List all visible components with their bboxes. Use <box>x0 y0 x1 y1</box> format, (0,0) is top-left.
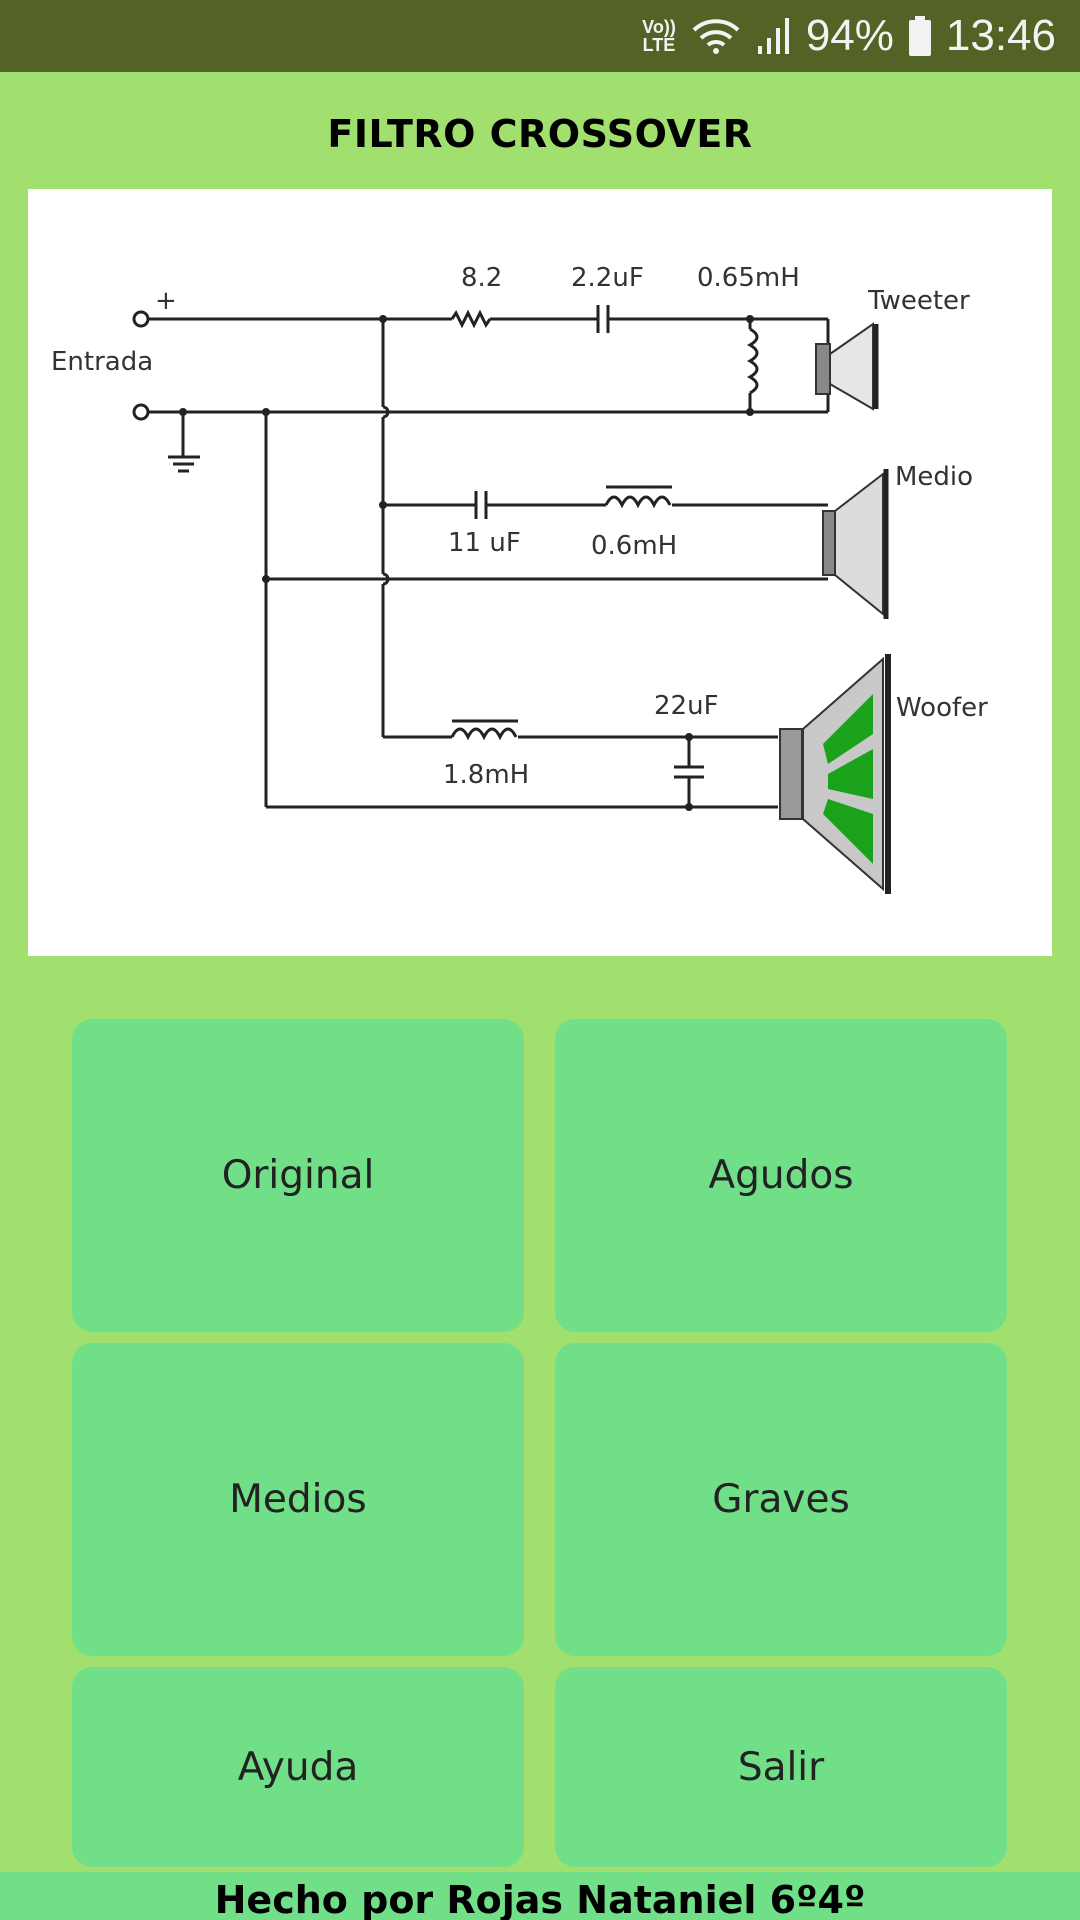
agudos-button[interactable]: Agudos <box>555 1019 1007 1332</box>
mid-label: Medio <box>895 462 973 492</box>
mid-ind-label: 0.6mH <box>591 531 677 561</box>
salir-button[interactable]: Salir <box>555 1667 1007 1867</box>
footer-credit: Hecho por Rojas Nataniel 6º4º <box>0 1872 1080 1920</box>
wifi-icon <box>690 14 742 58</box>
ayuda-button[interactable]: Ayuda <box>72 1667 524 1867</box>
medios-button[interactable]: Medios <box>72 1343 524 1656</box>
graves-button[interactable]: Graves <box>555 1343 1007 1656</box>
page-title: FILTRO CROSSOVER <box>327 112 753 156</box>
woofer-cap-label: 22uF <box>654 691 719 721</box>
battery-icon <box>908 16 932 56</box>
status-bar: Vo)) LTE 94% 13:46 <box>0 0 1080 72</box>
volte-icon: Vo)) LTE <box>642 17 676 55</box>
woofer-speaker-icon <box>779 654 891 894</box>
clock: 13:46 <box>945 11 1056 60</box>
mid-cap-label: 11 uF <box>448 528 521 558</box>
medio-speaker-icon <box>822 469 889 619</box>
plus-label: + <box>155 286 177 316</box>
tweeter-speaker-icon <box>815 322 879 411</box>
tweeter-label: Tweeter <box>867 286 970 316</box>
original-button[interactable]: Original <box>72 1019 524 1332</box>
tweeter-ind-label: 0.65mH <box>697 263 800 293</box>
signal-icon <box>756 16 792 56</box>
circuit-schematic: + Entrada 8.2 2.2uF 0.65mH Tweeter 11 uF… <box>51 263 988 894</box>
woofer-ind-label: 1.8mH <box>443 760 529 790</box>
crossover-diagram: + Entrada 8.2 2.2uF 0.65mH Tweeter 11 uF… <box>28 189 1052 956</box>
resistor-label: 8.2 <box>461 263 502 293</box>
tweeter-cap-label: 2.2uF <box>571 263 644 293</box>
woofer-label: Woofer <box>896 693 988 723</box>
battery-percent: 94% <box>805 11 894 60</box>
input-label: Entrada <box>51 347 153 377</box>
